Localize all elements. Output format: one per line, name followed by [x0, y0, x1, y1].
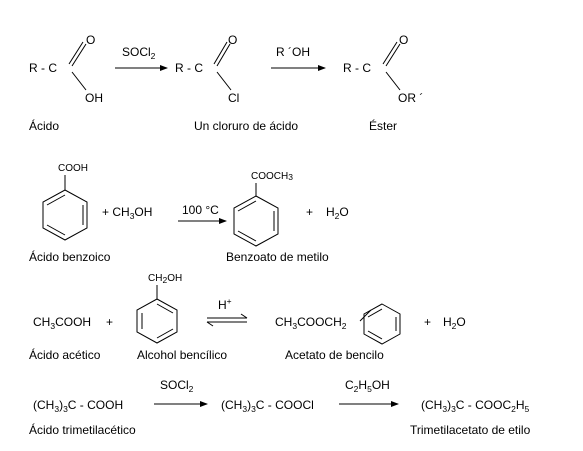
row2-arrow: 100 °C [178, 203, 227, 224]
row1-carboxylic-acid: R - C O OH Ácido [29, 33, 103, 133]
acid-caption: Ácido [29, 118, 59, 133]
row3-benzyl-alcohol: CH2OH Alcohol bencílico [136, 273, 227, 362]
benzene-ring-icon [233, 195, 279, 247]
chloride-double-bond [216, 43, 231, 67]
ester-o: O [399, 33, 408, 47]
row2-benzoic-acid: COOH Ácido benzoico [29, 163, 111, 264]
ester-double-bond-2 [382, 41, 398, 65]
row1-arrow-socl2: SOCl2 [115, 45, 168, 71]
row3-benzyl-acetate: CH3COOCH2 Acetato de bencilo [275, 303, 401, 362]
benzyl-acetate-caption: Acetato de bencilo [285, 348, 384, 362]
reagent-socl2: SOCl2 [160, 378, 194, 394]
row4-ethyl-trimethylacetate: (CH3)3C - COOC2H5 Trimetilacetato de eti… [410, 398, 531, 437]
row1-ester: R - C O OR ´ Éster [343, 33, 423, 133]
ring-double-bond [367, 308, 383, 318]
chloride-single-bond [216, 71, 232, 91]
benzoate-group: COOCH3 [251, 171, 293, 182]
water: H2O [326, 205, 349, 221]
ester-caption: Éster [369, 118, 397, 133]
row1-acid-chloride: R - C O Cl Un cloruro de ácido [175, 33, 298, 133]
ring-double-bond [46, 194, 66, 206]
water: H2O [443, 315, 466, 331]
reagent-100c: 100 °C [182, 203, 219, 217]
reagent-ethanol: C2H5OH [345, 378, 390, 394]
ester-double-bond [385, 43, 401, 67]
trimethylacetic-caption: Ácido trimetilacético [29, 422, 136, 437]
row3-acetic-acid: CH3COOH + Ácido acético [29, 315, 113, 362]
row4-arrow-socl2: SOCl2 [154, 378, 208, 407]
benzyl-acetate-bond [359, 309, 372, 322]
benzyl-acetate-formula: CH3COOCH2 [275, 315, 347, 331]
benzoic-group: COOH [58, 163, 88, 174]
chloride-cl: Cl [228, 91, 239, 105]
row4-trimethylacetic-acid: (CH3)3C - COOH Ácido trimetilacético [29, 398, 136, 437]
reagent-roh: R ´OH [276, 45, 310, 59]
ring-double-bond [367, 330, 383, 340]
reagent-socl2: SOCl2 [122, 45, 156, 61]
acid-oh: OH [85, 91, 103, 105]
plus-sign: + [306, 205, 313, 219]
plus-sign: + [106, 315, 113, 329]
acetic-formula: CH3COOH [33, 315, 91, 331]
acid-double-bond-2 [68, 41, 84, 65]
acid-r-c: R - C [29, 61, 57, 75]
benzene-ring-icon [136, 298, 178, 344]
ester-or: OR ´ [398, 91, 423, 105]
row2-methyl-benzoate: COOCH3 Benzoato de metilo [226, 171, 329, 264]
ring-double-bond [237, 230, 257, 242]
ring-double-bond [156, 303, 174, 314]
ester-r-c: R - C [343, 61, 371, 75]
benzene-ring-icon [363, 303, 401, 345]
acid-single-bond [71, 71, 87, 91]
trimethylacetyl-chloride-formula: (CH3)3C - COOCl [221, 398, 314, 414]
ring-double-bond [46, 224, 66, 236]
benzene-ring-icon [42, 189, 88, 241]
ester-single-bond [385, 71, 401, 91]
methanol-term: + CH3OH [102, 205, 152, 221]
benzoate-caption: Benzoato de metilo [226, 250, 329, 264]
arrow-head [206, 321, 214, 327]
chloride-r-c: R - C [175, 61, 203, 75]
ethyl-ester-formula: (CH3)3C - COOC2H5 [421, 398, 530, 414]
arrow-head [240, 313, 248, 319]
row1-arrow-roh: R ´OH [271, 45, 326, 71]
reagent-h-plus: H+ [218, 296, 232, 312]
acid-double-bond [71, 43, 87, 67]
benzyl-caption: Alcohol bencílico [137, 348, 227, 362]
trimethylacetic-formula: (CH3)3C - COOH [33, 398, 123, 414]
acid-o: O [86, 33, 95, 47]
chloride-o: O [228, 33, 237, 47]
ethyl-ester-caption: Trimetilacetato de etilo [410, 423, 531, 437]
chloride-caption: Un cloruro de ácido [194, 119, 298, 133]
benzoic-caption: Ácido benzoico [29, 249, 111, 264]
ring-double-bond [156, 328, 174, 339]
ring-double-bond [237, 200, 257, 212]
row4-arrow-ethanol: C2H5OH [339, 378, 399, 407]
chloride-double-bond-2 [213, 41, 228, 65]
row3-equilibrium-arrow: H+ [206, 296, 248, 327]
benzyl-group: CH2OH [148, 273, 182, 285]
plus-sign: + [424, 315, 431, 329]
acetic-caption: Ácido acético [29, 347, 101, 362]
